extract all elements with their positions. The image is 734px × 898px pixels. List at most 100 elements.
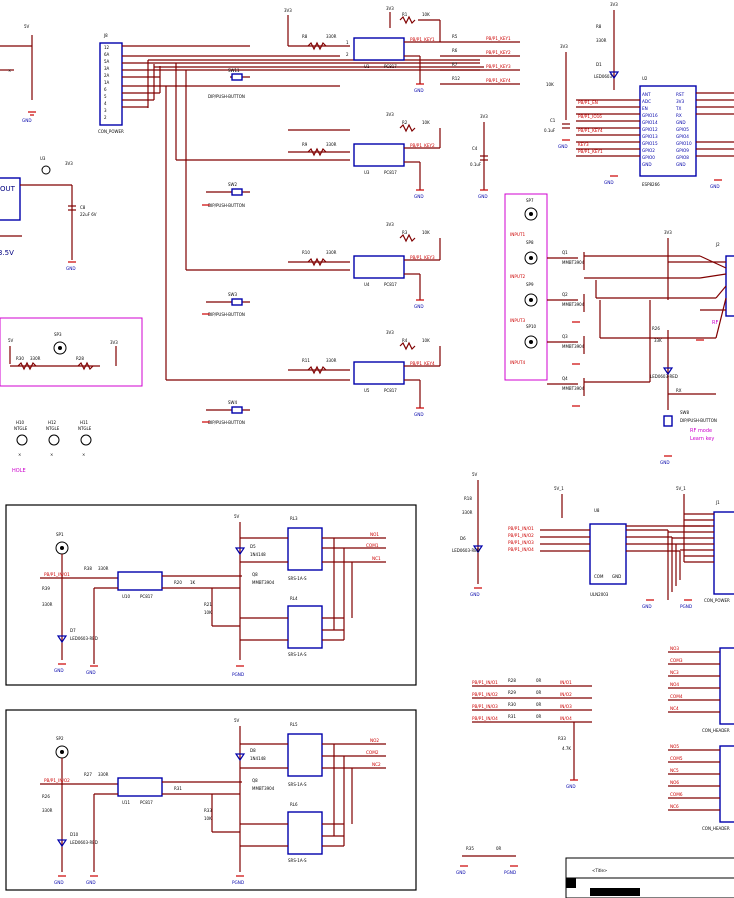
svg-text:IN/O4: IN/O4	[560, 716, 572, 721]
svg-text:GND: GND	[558, 144, 568, 149]
svg-text:PC817: PC817	[384, 64, 397, 69]
svg-text:3V3: 3V3	[610, 2, 618, 7]
svg-text:R8: R8	[302, 34, 308, 39]
svg-text:R28: R28	[508, 678, 516, 683]
svg-text:2: 2	[346, 52, 349, 57]
svg-text:D10: D10	[70, 832, 79, 837]
svg-text:PB/P1_IN/O3: PB/P1_IN/O3	[508, 540, 534, 545]
svg-text:DIP/PUSH-BUTTON: DIP/PUSH-BUTTON	[680, 418, 717, 423]
svg-text:PC817: PC817	[140, 800, 153, 805]
svg-text:NO5: NO5	[670, 744, 679, 749]
svg-text:MMBT3904: MMBT3904	[562, 302, 585, 307]
opto-channel-1: 3V3 R8 330R U1 PC817 1 2 GND 3V3 R1 10K …	[208, 6, 441, 99]
svg-text:NO1: NO1	[370, 532, 379, 537]
svg-text:C1: C1	[550, 118, 556, 123]
svg-text:10K: 10K	[422, 120, 430, 125]
svg-text:R31: R31	[174, 786, 182, 791]
svg-text:5A: 5A	[104, 59, 110, 64]
svg-text:330R: 330R	[30, 356, 41, 361]
svg-text:U11: U11	[122, 800, 130, 805]
svg-text:R1: R1	[402, 12, 408, 17]
svg-text:PB/P1_EN: PB/P1_EN	[578, 100, 598, 105]
svg-text:MMBT3904: MMBT3904	[252, 786, 275, 791]
power-fragment: 5V × GND	[0, 24, 36, 123]
svg-text:NTGLE: NTGLE	[46, 426, 60, 431]
svg-text:NC5: NC5	[670, 768, 679, 773]
pink-section: 5V R30 330R SP3 R28 3V3	[0, 317, 143, 387]
relay-header-top: NO3 COM3 NC3 NO4 COM4 NC4 CON_HEADER	[668, 646, 734, 733]
svg-text:PB/P1_IN/O3: PB/P1_IN/O3	[472, 704, 498, 709]
svg-text:GND: GND	[456, 870, 466, 875]
svg-text:GND: GND	[414, 194, 424, 199]
svg-text:1N4148: 1N4148	[250, 552, 266, 557]
svg-text:0R: 0R	[536, 714, 542, 719]
svg-text:DIP/PUSH-BUTTON: DIP/PUSH-BUTTON	[208, 420, 245, 425]
svg-text:INPUT1: INPUT1	[510, 232, 526, 237]
svg-text:0R: 0R	[536, 690, 542, 695]
holes: H10 H12 H11 NTGLE NTGLE NTGLE × × × HOLE	[12, 420, 92, 474]
ground-bridge: R35 0R GND PGND	[456, 846, 518, 875]
svg-text:PB/P1_KEY1: PB/P1_KEY1	[486, 36, 511, 41]
svg-text:R29: R29	[508, 690, 516, 695]
svg-text:D7: D7	[70, 628, 76, 633]
svg-text:5V: 5V	[472, 472, 478, 477]
svg-text:3V3: 3V3	[560, 44, 568, 49]
svg-text:D1: D1	[596, 62, 602, 67]
svg-text:GPIO15: GPIO15	[642, 141, 658, 146]
svg-text:IN/O2: IN/O2	[560, 692, 572, 697]
svg-text:COM4: COM4	[670, 694, 683, 699]
svg-text:3V3: 3V3	[65, 161, 73, 166]
svg-text:GPIO4: GPIO4	[676, 134, 689, 139]
svg-text:Q8: Q8	[252, 778, 258, 783]
svg-text:PB/P1_IN/O4: PB/P1_IN/O4	[472, 716, 498, 721]
svg-text:GND: GND	[54, 880, 64, 885]
svg-text:GND: GND	[54, 668, 64, 673]
connector-j2: J2 3V3 RF	[664, 230, 734, 341]
svg-text:H10: H10	[16, 420, 25, 425]
svg-text:SP10: SP10	[526, 324, 536, 329]
svg-text:GND: GND	[22, 118, 32, 123]
svg-text:J8: J8	[103, 33, 108, 38]
svg-text:330R: 330R	[98, 566, 109, 571]
svg-text:R3: R3	[402, 230, 408, 235]
svg-text:3V3: 3V3	[480, 114, 488, 119]
svg-text:33K: 33K	[654, 338, 662, 343]
svg-text:10K: 10K	[422, 12, 430, 17]
svg-text:U5: U5	[364, 388, 370, 393]
svg-text:MMBT3904: MMBT3904	[562, 344, 585, 349]
svg-text:0.1uF: 0.1uF	[544, 128, 556, 133]
svg-text:U1: U1	[364, 64, 370, 69]
svg-text:PB/P1_KEY2: PB/P1_KEY2	[486, 50, 511, 55]
svg-text:RL6: RL6	[290, 802, 298, 807]
svg-text:3V3: 3V3	[676, 99, 685, 104]
svg-text:RF: RF	[712, 320, 718, 326]
svg-text:GND: GND	[478, 194, 488, 199]
svg-text:PB/P1_IN/O1: PB/P1_IN/O1	[44, 572, 70, 577]
svg-text:LED0603-RED: LED0603-RED	[70, 636, 98, 641]
svg-text:Q1: Q1	[562, 250, 568, 255]
svg-text:NC3: NC3	[670, 670, 679, 675]
svg-text:R6: R6	[452, 48, 458, 53]
svg-text:R27: R27	[84, 772, 92, 777]
svg-text:SRS-1A-S: SRS-1A-S	[288, 652, 307, 657]
svg-text:TX: TX	[675, 106, 682, 111]
svg-text:R28: R28	[76, 356, 84, 361]
svg-text:C8: C8	[80, 205, 86, 210]
svg-text:10K: 10K	[422, 230, 430, 235]
svg-text:U4: U4	[364, 282, 370, 287]
opto-channel-2: R9 330R U3 PC817 GND 3V3 R2 10K PB/P1_KE…	[202, 112, 441, 208]
svg-text:R33: R33	[204, 808, 212, 813]
svg-text:PGND: PGND	[504, 870, 516, 875]
svg-text:4.7K: 4.7K	[562, 746, 571, 751]
svg-text:5V: 5V	[234, 514, 240, 519]
svg-text:0R: 0R	[536, 678, 542, 683]
svg-text:330R: 330R	[326, 34, 337, 39]
svg-text:R20: R20	[174, 580, 182, 585]
svg-text:5V_1: 5V_1	[554, 486, 564, 491]
svg-text:GND: GND	[676, 162, 686, 167]
output-resistors: PB/P1_IN/O1 PB/P1_IN/O2 PB/P1_IN/O3 PB/P…	[472, 678, 592, 789]
svg-text:R38: R38	[84, 566, 92, 571]
svg-text:PB/P1_IN/O2: PB/P1_IN/O2	[44, 778, 70, 783]
svg-text:3V3: 3V3	[386, 330, 394, 335]
connector-j1: 5V_1 J1 CON_POWER	[668, 486, 734, 603]
